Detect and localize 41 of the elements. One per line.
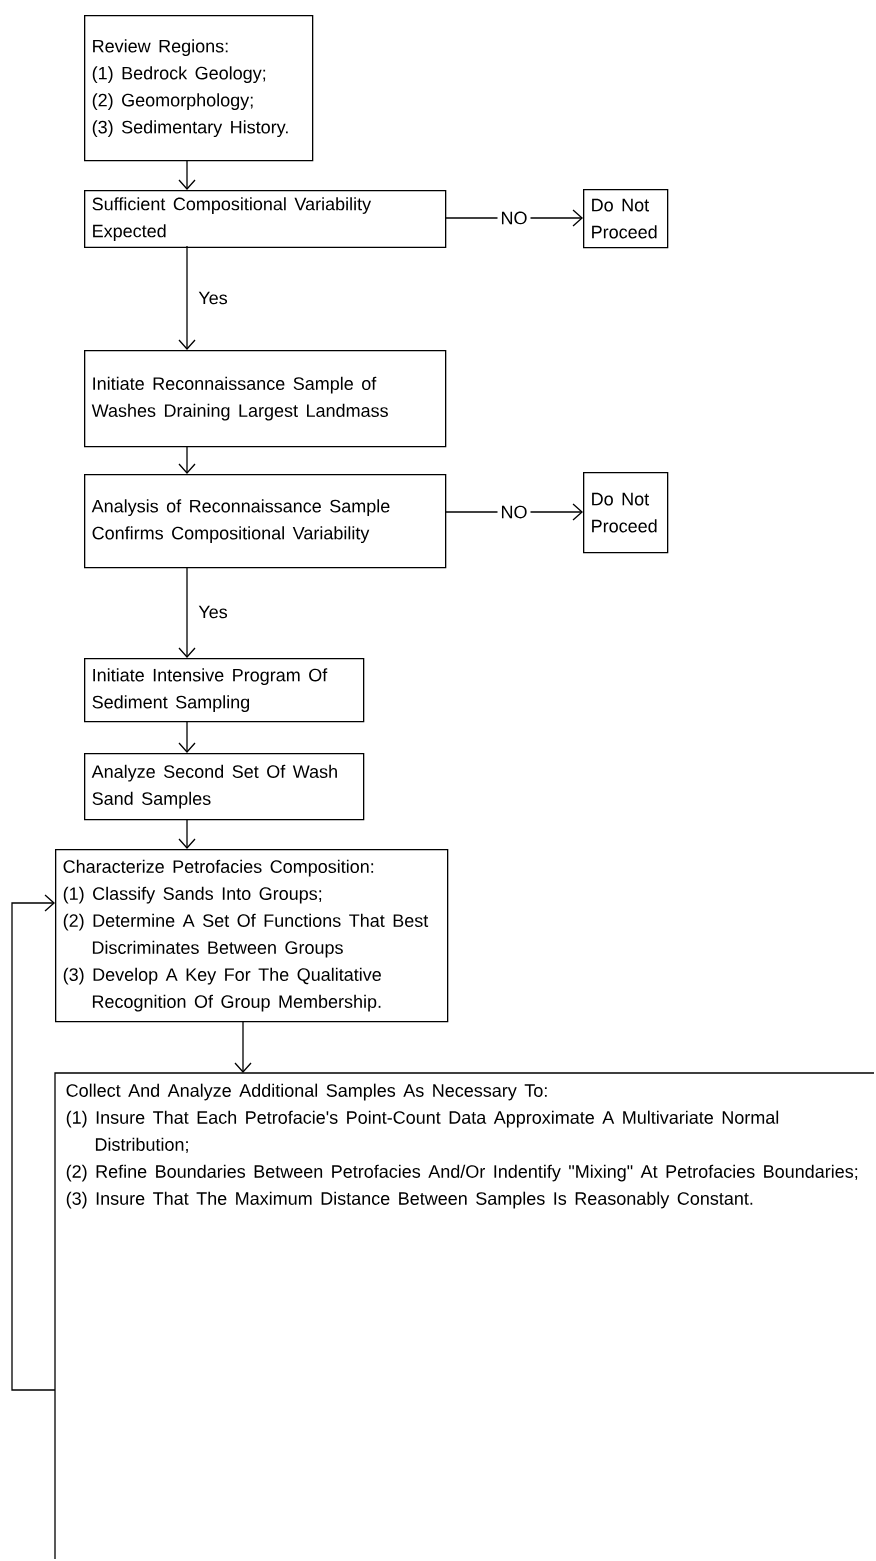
arrow: [234, 1020, 252, 1073]
node-text: Initiate Reconnaissance Sample of Washes Draining Largest Landmass: [91, 376, 388, 421]
node-text: Characterize Petrofacies Composition:: [63, 859, 374, 877]
process-box: [84, 350, 447, 448]
node-text: Analysis of Reconnaissance Sample Confirms Compositional Variability: [91, 499, 390, 544]
list-item: (1) Classify Sands Into Groups;: [63, 886, 322, 904]
list-item: (2) Determine A Set Of Functions That Best Discriminates Between Groups: [63, 913, 429, 958]
edge-label: Yes: [198, 605, 228, 619]
arrow: [178, 245, 196, 350]
list-item: (2) Refine Boundaries Between Petrofacies And/Or Indentify "Mixing" At Petrofacies Boundaries;: [66, 1164, 858, 1182]
arrow: [178, 720, 196, 753]
list-item: (3) Sedimentary History.: [92, 120, 288, 138]
arrow: [178, 818, 196, 849]
process-box: [84, 753, 365, 821]
edge-label: Yes: [198, 291, 228, 305]
list-item: (3) Insure That The Maximum Distance Between Samples Is Reasonably Constant.: [66, 1191, 753, 1209]
terminal-box: [583, 472, 669, 554]
list-item: (3) Develop A Key For The Qualitative Recognition Of Group Membership.: [63, 967, 381, 1012]
edge-label: NO: [502, 505, 527, 519]
process-box: [54, 1072, 875, 1560]
list-item: (1) Bedrock Geology;: [92, 66, 266, 84]
decision-box: [84, 190, 447, 249]
process-box: [55, 849, 449, 1023]
process-box: [84, 15, 314, 162]
list-item: (2) Geomorphology;: [92, 93, 253, 111]
node-text: Collect And Analyze Additional Samples As Necessary To:: [66, 1083, 547, 1101]
arrow: [178, 566, 196, 658]
terminal-box: [583, 189, 669, 249]
arrow: [178, 159, 196, 190]
edge-label: NO: [502, 211, 527, 225]
arrow: [178, 445, 196, 474]
node-text: Analyze Second Set Of Wash Sand Samples: [91, 764, 337, 809]
node-text: Initiate Intensive Program Of Sediment Sampling: [92, 668, 328, 713]
node-text: Review Regions:: [93, 39, 228, 57]
arrow: [11, 894, 56, 1391]
process-box: [84, 658, 365, 723]
node-text: Do Not Proceed: [592, 198, 657, 239]
node-text: Do Not Proceed: [592, 492, 657, 533]
node-text: Sufficient Compositional Variability Expected: [92, 197, 372, 241]
list-item: (1) Insure That Each Petrofacie's Point-Count Data Approximate A Multivariate Normal Distribution;: [66, 1110, 779, 1153]
decision-box: [84, 474, 447, 569]
